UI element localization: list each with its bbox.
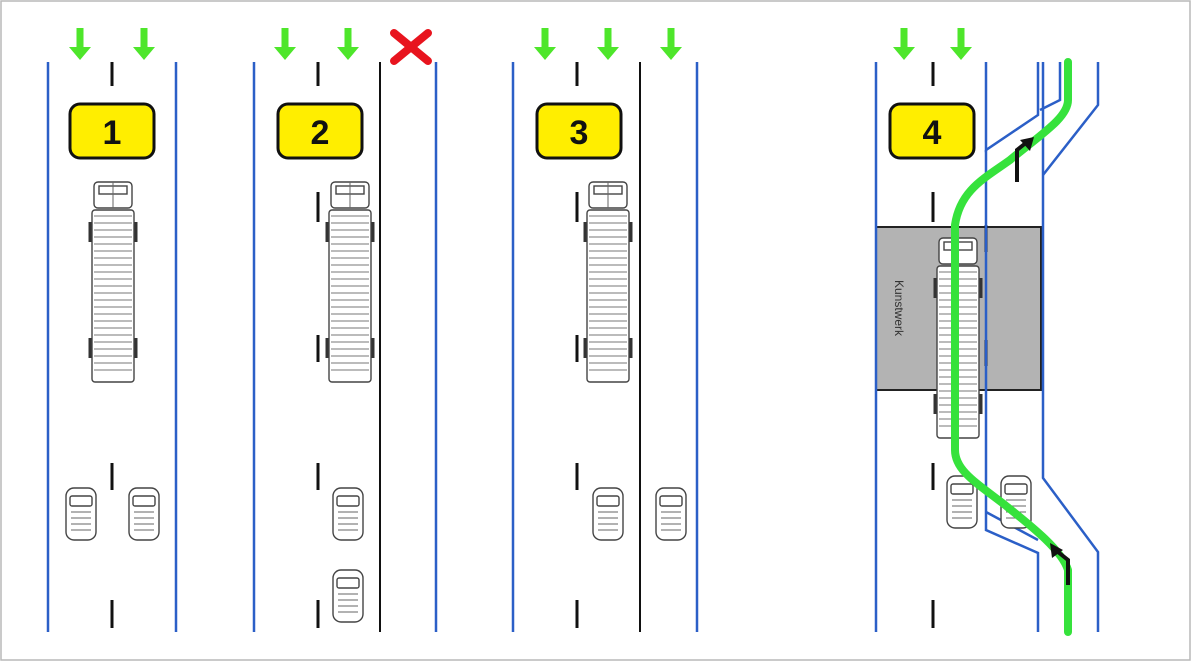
panel-badge: 2 [276,102,364,160]
turn-arrow-icon [1050,543,1070,585]
car-icon [332,569,364,623]
panel-3: 3 [511,28,699,632]
panel-badge: 4 [888,102,976,160]
panel-number: 3 [570,114,589,152]
panel-1: 1 [46,28,178,632]
truck-icon [325,181,375,383]
route-line [951,58,1072,636]
panel-badge: 3 [535,102,623,160]
car-icon [128,487,160,541]
structure-label: Kunstwerk [892,280,906,337]
panel-number: 1 [103,114,122,152]
car-icon [592,487,624,541]
truck-icon [583,181,633,383]
turn-arrow-icon [1015,137,1034,182]
panel-number: 4 [923,114,942,152]
cross-icon [390,29,432,65]
panel-4: Kunstwerk 4 [874,28,1100,636]
car-icon [65,487,97,541]
panel-number: 2 [311,114,330,152]
car-icon [332,487,364,541]
car-icon [655,487,687,541]
panel-2: 2 [252,28,438,632]
panel-badge: 1 [68,102,156,160]
truck-icon [88,181,138,383]
